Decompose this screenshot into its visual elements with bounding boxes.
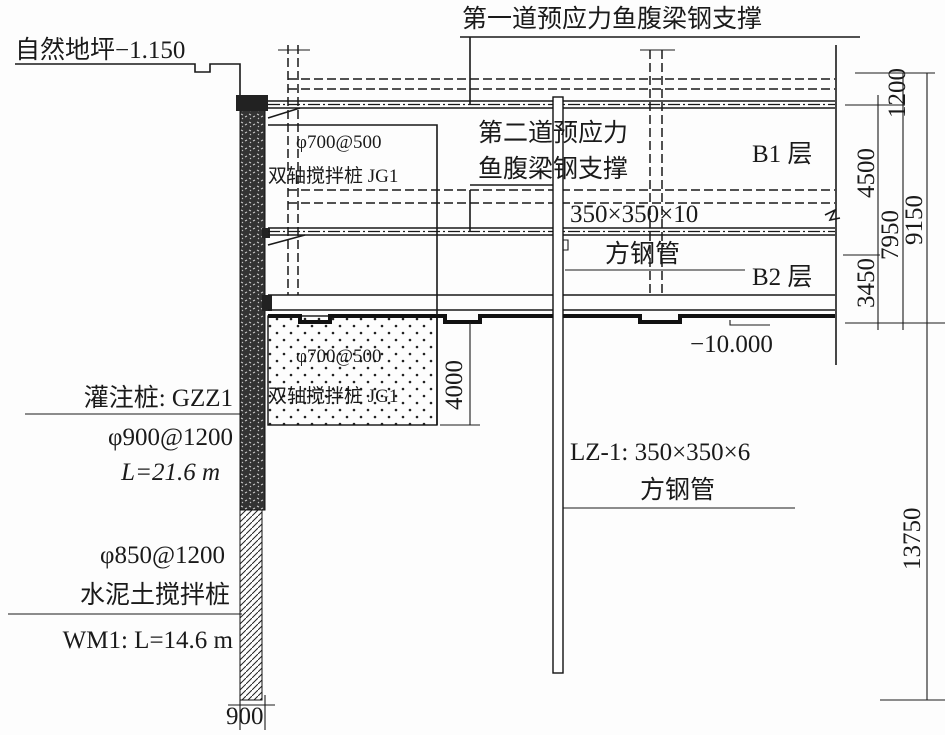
dim-9150: 9150 — [901, 195, 928, 245]
strut1-label: 第一道预应力鱼腹梁钢支撑 — [462, 5, 762, 33]
strut1-dashed — [288, 78, 835, 90]
dim-3450: 3450 — [853, 258, 880, 308]
gzz1-spec-label: φ900@1200 — [108, 424, 233, 451]
temp-column-dashed — [287, 45, 299, 295]
wm1-spec-label: φ850@1200 — [100, 542, 225, 569]
b2-slab — [268, 294, 835, 311]
jg1-upper-name: 双轴搅拌桩 JG1 — [268, 165, 398, 187]
jg1-lower-box — [267, 315, 438, 426]
bored-pile-wall — [239, 109, 266, 511]
gzz1-length-label: L=21.6 m — [120, 459, 220, 486]
b1-label: B1 层 — [752, 141, 812, 168]
dim-900: 900 — [226, 703, 264, 730]
tube-size-label: 350×350×10 — [570, 201, 698, 228]
temp-column-dashed — [649, 50, 663, 295]
dim-13750: 13750 — [899, 508, 926, 571]
strut2-label-1: 第二道预应力 — [478, 119, 628, 147]
cement-soil-mixing-pile — [239, 509, 263, 701]
dim-4500: 4500 — [853, 148, 880, 198]
dim-1200: 1200 — [884, 68, 911, 118]
jg1-lower-spec: φ700@500 — [296, 346, 381, 367]
strut2 — [268, 227, 835, 236]
strut1-leader — [460, 36, 860, 105]
b2-label: B2 层 — [752, 264, 812, 291]
lz1-name-label: 方钢管 — [640, 476, 715, 504]
strut2-label-2: 鱼腹梁钢支撑 — [478, 155, 628, 183]
jg1-lower-name: 双轴搅拌桩 JG1 — [268, 385, 398, 407]
ground-line — [15, 63, 241, 95]
lz1-column — [552, 96, 564, 674]
wm1-length-label: WM1: L=14.6 m — [63, 627, 234, 654]
gzz1-name-label: 灌注桩: GZZ1 — [84, 384, 233, 412]
wm1-name-label: 水泥土搅拌桩 — [80, 581, 230, 609]
tube-name-label: 方钢管 — [605, 240, 680, 268]
strut2-leader — [469, 184, 555, 232]
jg1-upper-spec: φ700@500 — [296, 132, 381, 153]
bottom-elevation-label: −10.000 — [690, 331, 773, 358]
dim-4000: 4000 — [441, 360, 468, 410]
strut1 — [268, 100, 835, 109]
crown-beam — [236, 95, 268, 111]
dim-7950: 7950 — [877, 210, 904, 260]
lz1-spec-label: LZ-1: 350×350×6 — [570, 439, 750, 466]
ground-elevation-label: 自然地坪−1.150 — [15, 36, 185, 64]
